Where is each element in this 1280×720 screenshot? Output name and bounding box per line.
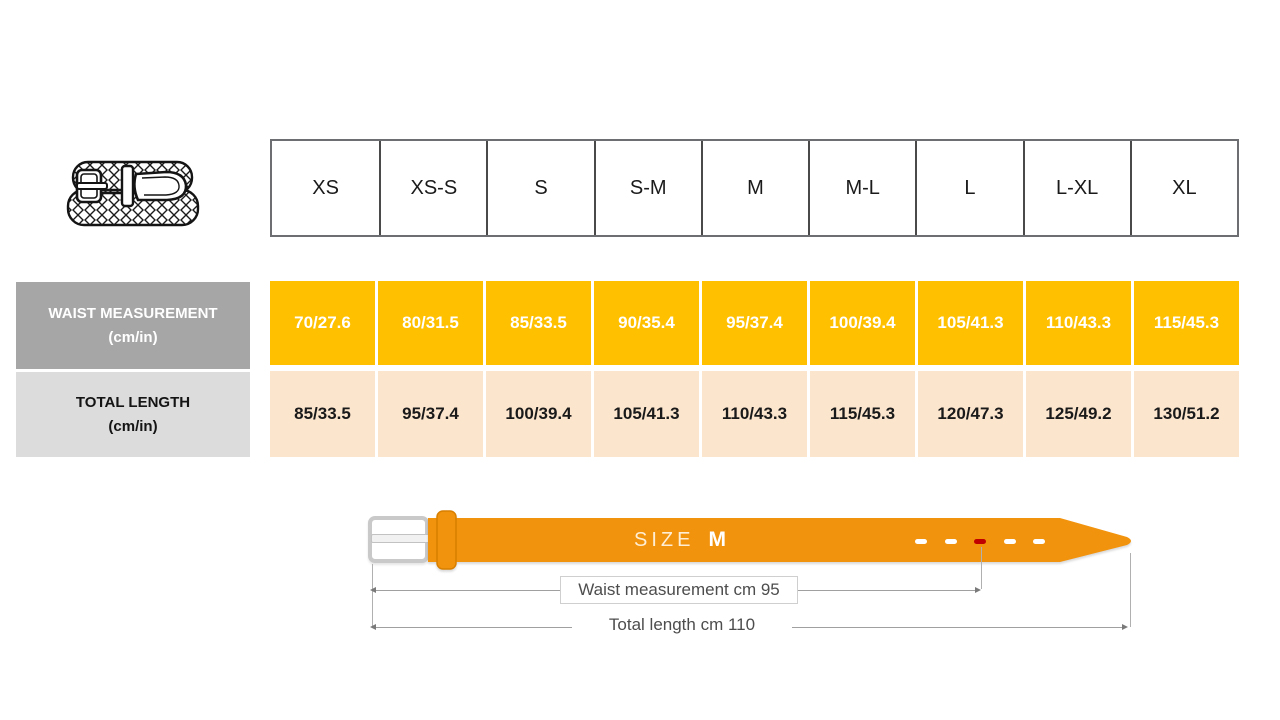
hole-guide-line	[981, 547, 982, 589]
waist-value-cell: 90/35.4	[594, 281, 699, 365]
braided-belt-icon	[60, 150, 205, 240]
size-header-cell: S-M	[593, 141, 701, 235]
belt-holes	[915, 538, 1045, 544]
belt-hole	[915, 538, 927, 544]
waist-line-right-arrow-icon	[975, 587, 981, 593]
tip-guide-line	[1130, 553, 1131, 627]
total-value-cell: 105/41.3	[594, 371, 699, 457]
total-label-line1: TOTAL LENGTH	[75, 394, 191, 412]
size-header-cell: XS-S	[379, 141, 486, 235]
size-header-cell: XL	[1129, 141, 1237, 235]
total-row-label: TOTAL LENGTH (cm/in)	[16, 372, 250, 457]
buckle-guide-line	[372, 564, 373, 628]
total-value-cell: 120/47.3	[918, 371, 1023, 457]
belt-keeper-loop	[436, 510, 457, 570]
total-line-right-arrow-icon	[1122, 624, 1128, 630]
size-header-cell: S	[486, 141, 593, 235]
braided-belt-icon-svg	[66, 160, 200, 227]
belt-strap	[428, 510, 1131, 570]
size-header-cell: XS	[312, 176, 339, 199]
total-length-caption: Total length cm 110	[572, 611, 792, 638]
total-value-cell: 100/39.4	[486, 371, 591, 457]
waist-label-line1: WAIST MEASUREMENT	[48, 305, 218, 323]
belt-hole	[1033, 538, 1045, 544]
size-header-cell: L-XL	[1022, 141, 1130, 235]
belt-hole	[944, 538, 957, 544]
waist-value-cell: 80/31.5	[378, 281, 483, 365]
waist-line-left-arrow-icon	[370, 587, 376, 593]
belt-hole	[1003, 538, 1016, 544]
total-value-cell: 125/49.2	[1026, 371, 1131, 457]
belt-size-label: SIZE M	[605, 527, 755, 553]
total-value-cell: 115/45.3	[810, 371, 915, 457]
waist-value-cell: 70/27.6	[270, 281, 375, 365]
waist-value-cell: 105/41.3	[918, 281, 1023, 365]
size-header-cell: L	[915, 141, 1022, 235]
waist-row-label: WAIST MEASUREMENT (cm/in)	[16, 282, 250, 369]
waist-measurement-caption: Waist measurement cm 95	[560, 576, 798, 604]
waist-value-cell: 85/33.5	[486, 281, 591, 365]
total-line-left-arrow-icon	[370, 624, 376, 630]
size-label-prefix: SIZE	[634, 528, 695, 551]
total-value-cell: 110/43.3	[702, 371, 807, 457]
waist-value-cell: 100/39.4	[810, 281, 915, 365]
waist-value-cell: 115/45.3	[1134, 281, 1239, 365]
belt-strap-shape	[428, 518, 1131, 562]
size-label-value: M	[708, 528, 726, 551]
total-label-line2: (cm/in)	[108, 417, 158, 435]
total-value-cell: 130/51.2	[1134, 371, 1239, 457]
size-header-cell: M-L	[808, 141, 915, 235]
waist-label-line2: (cm/in)	[108, 328, 158, 346]
total-value-cell: 95/37.4	[378, 371, 483, 457]
size-header-cell: M	[700, 141, 808, 235]
total-value-cell: 85/33.5	[270, 371, 375, 457]
waist-value-cell: 95/37.4	[702, 281, 807, 365]
belt-hole-selected	[974, 538, 986, 544]
waist-value-cell: 110/43.3	[1026, 281, 1131, 365]
